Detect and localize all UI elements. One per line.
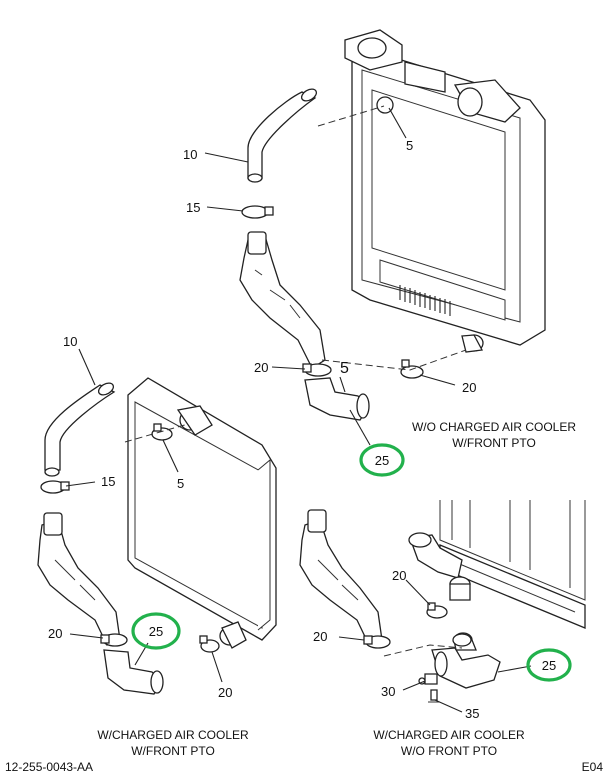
- br-drain-35[interactable]: [428, 689, 440, 703]
- caption-top-right-line2: W/FRONT PTO: [452, 436, 536, 450]
- bl-engine-housing: [37, 512, 121, 646]
- caption-bottom-left-line1: W/CHARGED AIR COOLER: [97, 728, 249, 742]
- callout-top-15: 15: [186, 200, 200, 215]
- drawing-number: 12-255-0043-AA: [5, 760, 93, 774]
- br-lower-hose[interactable]: [431, 633, 501, 689]
- top-radiator: [344, 29, 546, 353]
- callout-top-20-right: 20: [462, 380, 476, 395]
- top-clamp-20-left[interactable]: [302, 363, 332, 377]
- bottom-right-assembly: 20 20 30 35 25 W/CHARGED AIR COOLER W/O …: [299, 500, 586, 758]
- callout-bl-20-left: 20: [48, 626, 62, 641]
- caption-bottom-left-line2: W/FRONT PTO: [131, 744, 215, 758]
- br-radiator: [408, 500, 586, 651]
- callout-top-10: 10: [183, 147, 197, 162]
- callout-br-35: 35: [465, 706, 479, 721]
- callout-top-25: 25: [375, 453, 389, 468]
- callout-br-25: 25: [542, 658, 556, 673]
- sheet-code: E04: [582, 760, 604, 774]
- top-clamp-15[interactable]: [241, 205, 274, 219]
- highlight-br-25: [526, 648, 572, 682]
- top-clamp-20-right[interactable]: [400, 359, 424, 379]
- callout-bl-5: 5: [177, 476, 184, 491]
- caption-top-right-line1: W/O CHARGED AIR COOLER: [412, 420, 576, 434]
- callout-bl-15: 15: [101, 474, 115, 489]
- bl-clamp-15[interactable]: [40, 480, 70, 494]
- callout-bl-25: 25: [149, 624, 163, 639]
- callout-br-30: 30: [381, 684, 395, 699]
- bl-clamp-20-bottom[interactable]: [199, 635, 220, 653]
- callout-br-20-upper: 20: [392, 568, 406, 583]
- callout-top-5-clamp: 5: [406, 138, 413, 153]
- br-clamp-20-upper[interactable]: [426, 602, 448, 619]
- callout-bl-10: 10: [63, 334, 77, 349]
- top-upper-hose[interactable]: [247, 87, 318, 183]
- bl-clamp-20-left[interactable]: [100, 633, 128, 647]
- bottom-left-assembly: 10 15 5 20 20 25 W/CHARGED AIR COOLER W/…: [37, 334, 277, 758]
- callout-top-20-left: 20: [254, 360, 268, 375]
- top-assembly: 10 15 5 20 5 20 25 W/O CHARGED AIR COOLE…: [183, 29, 576, 477]
- br-clamp-20-left[interactable]: [363, 635, 391, 649]
- radiator-fins: [399, 285, 451, 316]
- bl-lower-hose[interactable]: [103, 649, 164, 695]
- top-lower-hose[interactable]: [304, 377, 370, 421]
- caption-bottom-right-line2: W/O FRONT PTO: [401, 744, 497, 758]
- highlight-top-25: [359, 443, 405, 477]
- bl-upper-hose[interactable]: [44, 381, 116, 477]
- callout-br-20-left: 20: [313, 629, 327, 644]
- top-engine-housing: [239, 231, 326, 369]
- caption-bottom-right-line1: W/CHARGED AIR COOLER: [373, 728, 525, 742]
- callout-bl-20-bottom: 20: [218, 685, 232, 700]
- highlight-bl-25: [131, 612, 181, 650]
- bl-radiator: [127, 377, 277, 649]
- callout-top-5-hose: 5: [340, 360, 349, 377]
- br-engine-housing: [299, 509, 383, 646]
